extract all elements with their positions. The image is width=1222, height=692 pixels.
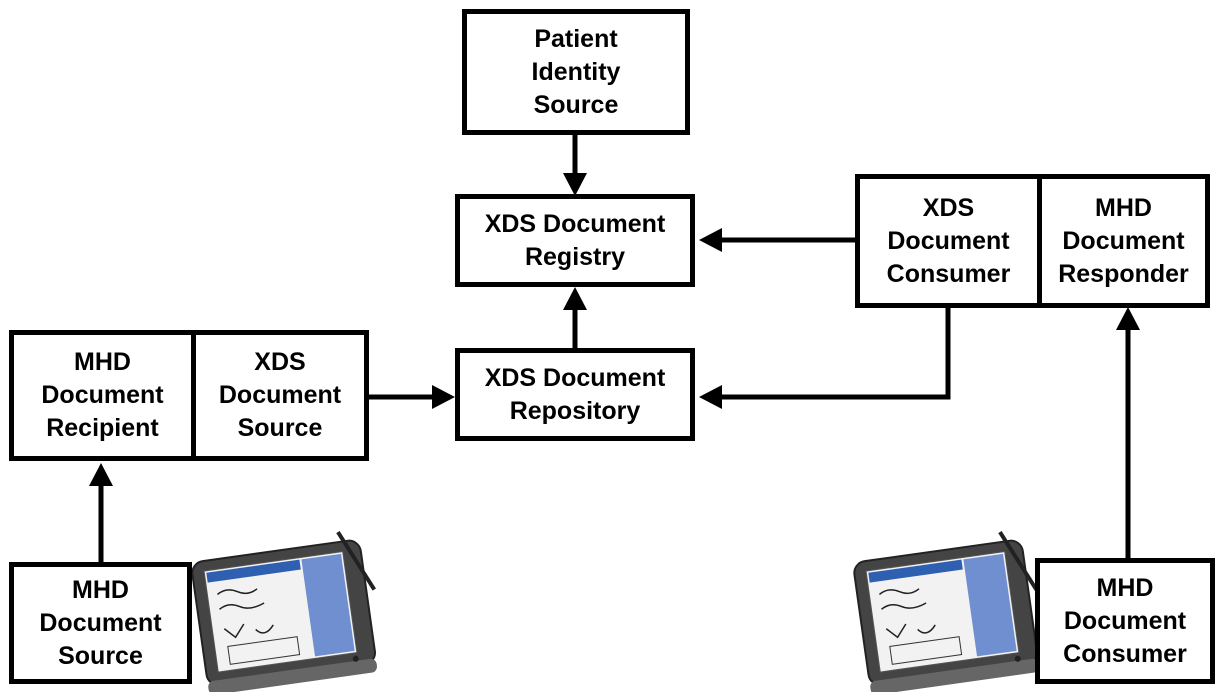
- mhd-document-recipient-label: MHD Document Recipient: [41, 348, 164, 442]
- xds-document-repository-box: XDS Document Repository: [455, 348, 695, 441]
- arrowhead-left-registry: [699, 228, 722, 252]
- patient-identity-source-box: Patient Identity Source: [462, 9, 690, 135]
- arrowheads: [89, 173, 1140, 486]
- arrowhead-up-recipient: [89, 463, 113, 486]
- tablet-pc-icon: [853, 530, 1040, 692]
- xds-document-source-label: XDS Document Source: [218, 348, 342, 442]
- mhd-document-source-box: MHD Document Source: [9, 562, 192, 684]
- mhd-document-responder-label: MHD Document Responder: [1058, 193, 1189, 288]
- tablet-pc-icon: [191, 530, 378, 692]
- arrowhead-up-responder: [1116, 307, 1140, 330]
- mhd-document-consumer-label: MHD Document Consumer: [1063, 573, 1187, 668]
- xds-document-source-cell: XDS Document Source: [191, 335, 364, 456]
- xds-document-consumer-label: XDS Document Consumer: [886, 193, 1011, 288]
- mhd-recipient-xds-source-group: MHD Document Recipient XDS Document Sour…: [9, 330, 369, 461]
- arrowhead-up-registry: [563, 287, 587, 310]
- arrowhead-down-registry: [563, 173, 587, 196]
- xds-document-registry-label: XDS Document Registry: [484, 209, 666, 271]
- mhd-document-recipient-cell: MHD Document Recipient: [14, 335, 191, 456]
- mhd-document-consumer-box: MHD Document Consumer: [1035, 558, 1215, 684]
- xds-consumer-mhd-responder-group: XDS Document Consumer MHD Document Respo…: [855, 174, 1210, 308]
- patient-identity-source-label: Patient Identity Source: [531, 24, 621, 119]
- arrowhead-right-repository: [432, 385, 455, 409]
- xds-document-registry-box: XDS Document Registry: [455, 194, 695, 287]
- arrowhead-left-repository: [699, 385, 722, 409]
- xds-document-repository-label: XDS Document Repository: [484, 363, 666, 425]
- mhd-document-responder-cell: MHD Document Responder: [1037, 179, 1205, 303]
- xds-document-consumer-cell: XDS Document Consumer: [860, 179, 1037, 303]
- arrow-consumer-to-repository: [718, 306, 951, 400]
- mhd-document-source-label: MHD Document Source: [39, 575, 162, 670]
